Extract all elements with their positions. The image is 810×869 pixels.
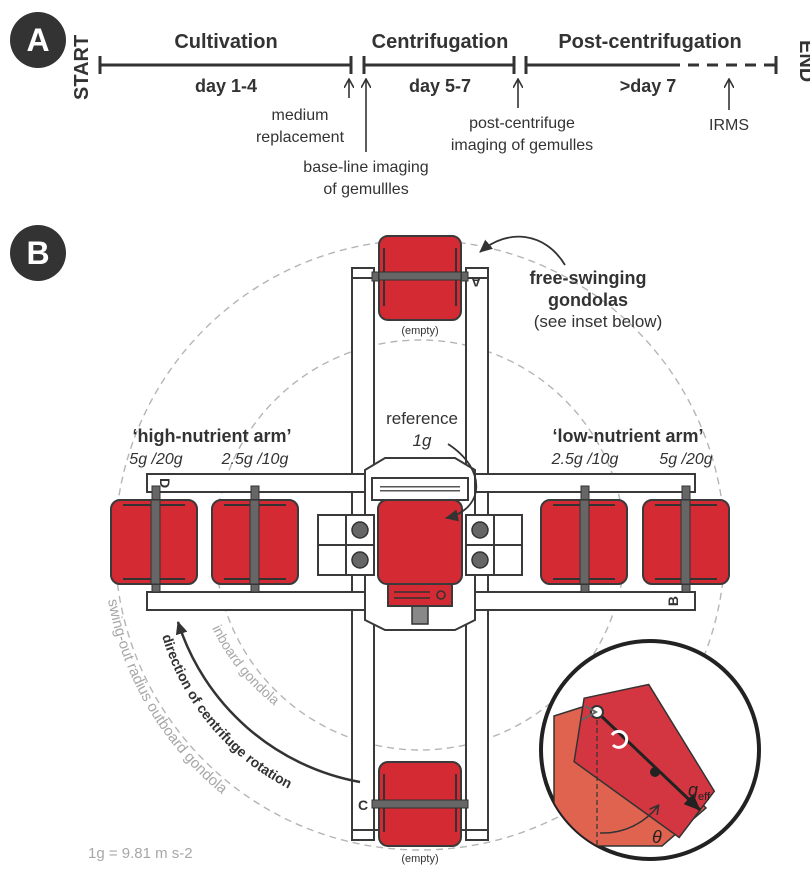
gondola-high-inboard — [211, 485, 299, 593]
phase-centrifugation: Centrifugation — [372, 31, 509, 53]
baseline-label-1: base-line imaging — [303, 159, 428, 176]
end-label: END — [795, 40, 810, 82]
gondola-bottom-empty — [371, 761, 469, 847]
gravity-note: 1g = 9.81 m s-2 — [88, 845, 193, 862]
bottom-empty-label: (empty) — [401, 853, 438, 865]
free-swing-label-1: free-swinging — [529, 268, 646, 288]
inset-center-dot — [650, 767, 660, 777]
high-inboard-g: 2.5g /10g — [221, 451, 289, 468]
reference-arrow — [445, 443, 478, 522]
inset-geff-label: geff — [688, 780, 711, 803]
rotation-arrow — [175, 621, 361, 784]
start-label: START — [71, 35, 93, 100]
top-empty-label: (empty) — [401, 325, 438, 337]
phase-cultivation: Cultivation — [174, 31, 277, 53]
medium-label-2: replacement — [256, 129, 345, 146]
panel-a: A START END Cultivation Centrifugation P… — [10, 12, 810, 198]
inboard-gondola-label: inboard gondola — [209, 622, 283, 708]
days-cultivation: day 1-4 — [195, 76, 257, 96]
low-outboard-g: 5g /20g — [659, 451, 712, 468]
medium-label-1: medium — [272, 107, 329, 124]
inset-theta-label: θ — [652, 827, 662, 847]
inset-theta-arc — [599, 806, 658, 834]
panel-b-badge — [10, 225, 66, 281]
panel-a-badge-label: A — [26, 22, 49, 58]
reference-gondola — [377, 499, 463, 607]
panel-b: B — [10, 225, 761, 865]
high-nutrient-arm-label: ‘high-nutrient arm’ — [133, 426, 292, 446]
gondola-high-outboard — [110, 485, 198, 593]
inset-geff-vector — [595, 710, 702, 812]
inset: geff θ — [539, 639, 761, 861]
gondola-low-outboard — [642, 485, 730, 593]
arm-letter-d: D — [157, 478, 173, 488]
free-swing-arrow — [479, 235, 566, 266]
arm-letter-c: C — [358, 797, 368, 813]
post-imaging-label-2: imaging of gemulles — [451, 137, 593, 154]
gondola-top-empty — [371, 235, 469, 321]
inset-rotation-icon — [610, 729, 629, 749]
low-inboard-g: 2.5g /10g — [551, 451, 619, 468]
free-swing-label-2: gondolas — [548, 290, 628, 310]
panel-a-badge — [10, 12, 66, 68]
gondola-low-inboard — [540, 485, 628, 593]
panel-b-badge-label: B — [26, 235, 49, 271]
inset-hook — [581, 705, 599, 721]
arm-letter-a: A — [471, 274, 481, 290]
days-post: >day 7 — [620, 76, 677, 96]
low-nutrient-arm-label: ‘low-nutrient arm’ — [552, 426, 703, 446]
swing-out-radius-label: swing-out radius outboard gondola — [104, 598, 231, 798]
reference-label: reference — [386, 409, 458, 428]
arm-letter-b: B — [665, 596, 681, 606]
phase-post-centrifugation: Post-centrifugation — [558, 31, 741, 53]
free-swing-label-3: (see inset below) — [534, 312, 663, 331]
days-centrifugation: day 5-7 — [409, 76, 471, 96]
baseline-label-2: of gemullles — [323, 181, 408, 198]
timeline — [98, 56, 778, 74]
high-outboard-g: 5g /20g — [129, 451, 182, 468]
reference-g-label: 1g — [413, 431, 432, 450]
post-imaging-label-1: post-centrifuge — [469, 115, 575, 132]
irms-label: IRMS — [709, 117, 749, 134]
